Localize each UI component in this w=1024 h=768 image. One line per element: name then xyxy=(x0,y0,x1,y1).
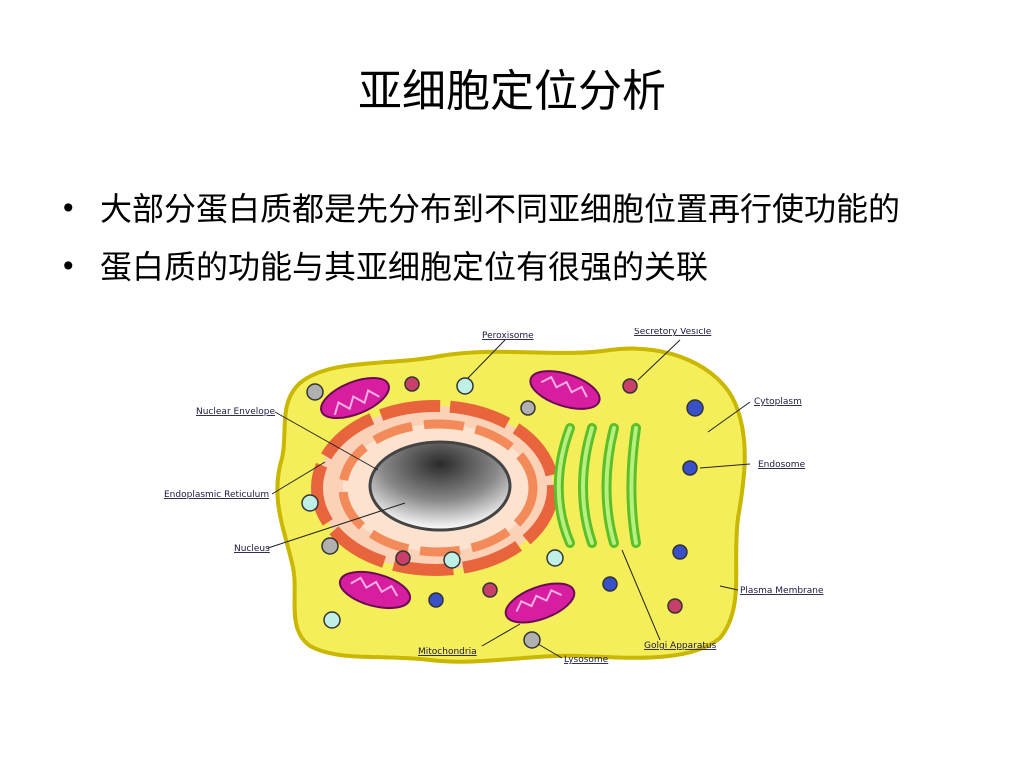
bullet-text: 大部分蛋白质都是先分布到不同亚细胞位置再行使功能的 xyxy=(100,190,901,228)
mitochondria xyxy=(320,370,601,624)
vesicles xyxy=(301,376,704,649)
bullet-text: 蛋白质的功能与其亚细胞定位有很强的关联 xyxy=(100,248,709,286)
label-secretory-vesicle: Secretory Vesicle xyxy=(634,328,712,337)
bullet-list: • 大部分蛋白质都是先分布到不同亚细胞位置再行使功能的 • 蛋白质的功能与其亚细… xyxy=(60,190,960,306)
label-endoplasmic-reticulum: Endoplasmic Reticulum xyxy=(164,490,269,500)
label-mitochondria: Mitochondria xyxy=(418,647,477,657)
label-nucleus: Nucleus xyxy=(234,544,270,554)
bullet-dot-icon: • xyxy=(60,192,77,225)
label-cytoplasm: Cytoplasm xyxy=(754,397,802,407)
label-nuclear-envelope: Nuclear Envelope xyxy=(196,407,275,417)
slide-title: 亚细胞定位分析 xyxy=(358,66,666,117)
label-golgi-apparatus: Golgi Apparatus xyxy=(644,641,717,651)
bullet-item: • 蛋白质的功能与其亚细胞定位有很强的关联 xyxy=(60,248,960,286)
bullet-dot-icon: • xyxy=(60,250,77,283)
label-peroxisome: Peroxisome xyxy=(482,331,534,341)
label-endosome: Endosome xyxy=(758,460,806,470)
bullet-item: • 大部分蛋白质都是先分布到不同亚细胞位置再行使功能的 xyxy=(60,190,960,228)
nucleus xyxy=(368,440,512,532)
leader-lines xyxy=(267,339,751,659)
label-lysosome: Lysosome xyxy=(564,655,609,665)
label-plasma-membrane: Plasma Membrane xyxy=(740,586,824,596)
cell-diagram: Peroxisome Secretory Vesicle Cytoplasm N… xyxy=(164,328,824,665)
